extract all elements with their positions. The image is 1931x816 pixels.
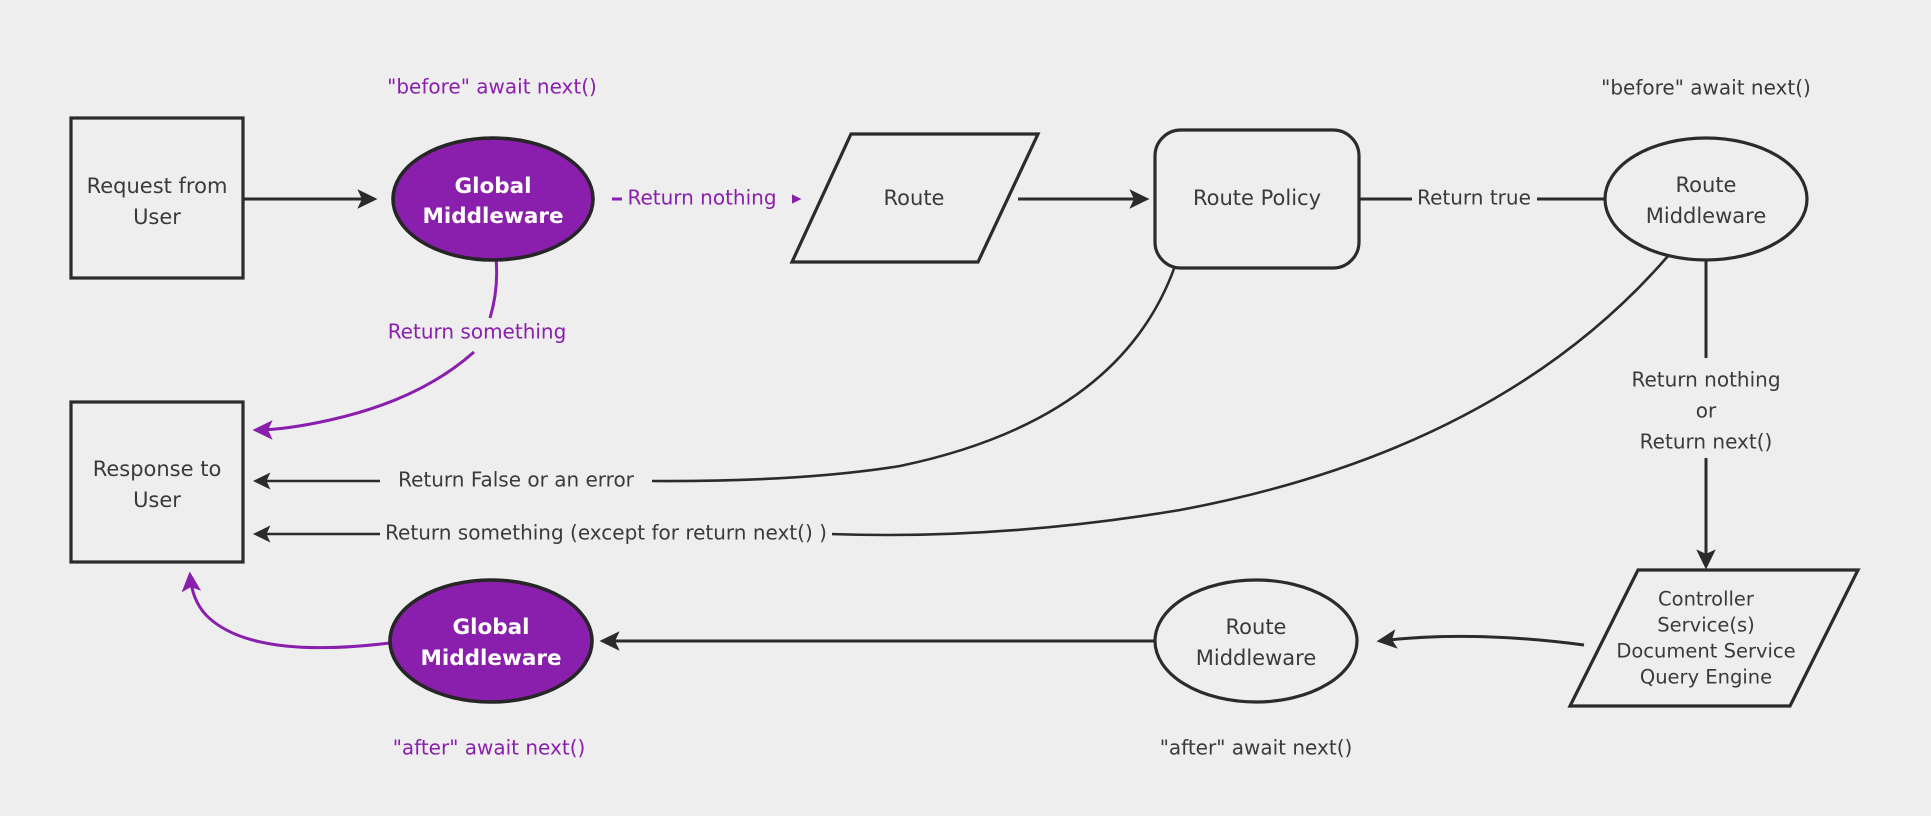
route-middleware-after-ellipse — [1153, 578, 1359, 704]
global-middleware-after-label-line2: Middleware — [420, 646, 561, 671]
edge-label-return-nothing: Return nothing — [627, 186, 776, 210]
route-middleware-before-ellipse — [1603, 136, 1809, 262]
edge-label-return-nothing-or-next-line2: or — [1696, 399, 1717, 423]
request-from-user-label-line2: User — [133, 205, 181, 229]
node-controller-stack[interactable]: Controller Service(s) Document Service Q… — [1567, 568, 1861, 708]
global-middleware-after-ellipse — [388, 578, 594, 704]
controller-stack-label-line2: Service(s) — [1657, 614, 1754, 637]
node-response-to-user[interactable]: Response to User — [69, 400, 245, 564]
node-route[interactable]: Route — [789, 132, 1041, 264]
node-route-middleware-before[interactable]: Route Middleware — [1603, 136, 1809, 262]
return-nothing-label-bg — [622, 186, 792, 212]
edge-controller-to-route-middleware-after — [1376, 629, 1585, 649]
route-policy-box — [1153, 128, 1361, 270]
return-something-label-bg — [378, 320, 578, 346]
response-to-user-box — [69, 400, 245, 564]
controller-stack-label-line3: Document Service — [1616, 640, 1795, 663]
note-after-await-next-route: "after" await next() — [1160, 736, 1353, 760]
global-middleware-before-label-line1: Global — [454, 174, 531, 199]
route-middleware-before-label-line1: Route — [1676, 173, 1737, 197]
route-middleware-after-label-line1: Route — [1226, 615, 1287, 639]
response-to-user-label-line2: User — [133, 488, 181, 512]
global-middleware-after-label-line1: Global — [452, 615, 529, 640]
node-route-middleware-after[interactable]: Route Middleware — [1153, 578, 1359, 704]
controller-stack-label-line4: Query Engine — [1640, 666, 1772, 689]
node-global-middleware-before[interactable]: Global Middleware — [391, 136, 595, 262]
global-middleware-before-label-line2: Middleware — [422, 204, 563, 229]
note-before-await-next-route: "before" await next() — [1601, 76, 1811, 100]
global-middleware-before-ellipse — [391, 136, 595, 262]
return-something-except-label-bg — [380, 521, 832, 547]
edge-label-return-false-or-error: Return False or an error — [398, 468, 635, 492]
edge-label-return-nothing-or-next-line1: Return nothing — [1631, 368, 1780, 392]
edge-label-return-nothing-or-next-line3: Return next() — [1640, 430, 1773, 454]
note-before-await-next-global: "before" await next() — [387, 75, 597, 99]
edge-label-return-something-except: Return something (except for return next… — [385, 521, 827, 545]
edge-label-return-true: Return true — [1417, 186, 1531, 210]
return-nothing-or-next-label-bg — [1620, 366, 1792, 458]
route-policy-label: Route Policy — [1193, 186, 1321, 210]
controller-stack-parallelogram — [1567, 568, 1861, 708]
edge-rm-to-response-curve — [829, 255, 1669, 537]
route-middleware-before-label-line2: Middleware — [1646, 204, 1767, 228]
edge-global-middleware-after-to-response — [181, 571, 391, 650]
edge-policy-to-response-curve — [649, 265, 1177, 483]
response-to-user-label-line1: Response to — [93, 457, 222, 481]
return-true-label-bg — [1412, 186, 1536, 212]
node-request-from-user[interactable]: Request from User — [69, 116, 245, 280]
edge-return-something-to-response — [252, 350, 475, 440]
node-global-middleware-after[interactable]: Global Middleware — [388, 578, 594, 704]
edge-label-return-something: Return something — [388, 320, 567, 344]
controller-stack-label-line1: Controller — [1658, 588, 1755, 611]
request-from-user-box — [69, 116, 245, 280]
return-false-or-error-label-bg — [380, 468, 652, 494]
route-middleware-after-label-line2: Middleware — [1196, 646, 1317, 670]
request-from-user-label-line1: Request from — [87, 174, 228, 198]
note-after-await-next-global: "after" await next() — [393, 736, 586, 760]
route-label: Route — [884, 186, 945, 210]
node-route-policy[interactable]: Route Policy — [1153, 128, 1361, 270]
route-parallelogram — [789, 132, 1041, 264]
